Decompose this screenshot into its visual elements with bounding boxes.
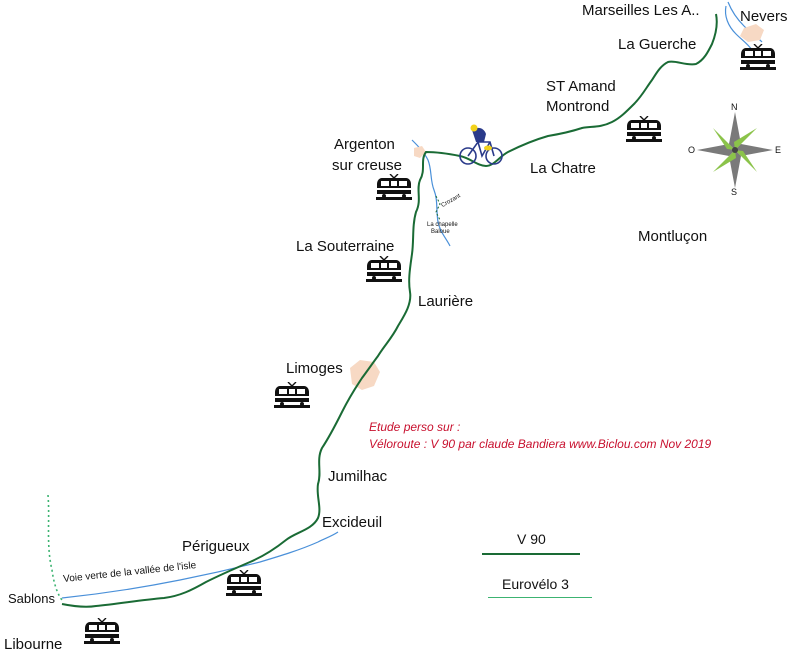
- compass-s: S: [731, 187, 738, 197]
- city-st-amand: ST Amand: [546, 78, 616, 95]
- city-nevers: Nevers: [740, 8, 788, 25]
- compass-o: O: [688, 145, 696, 155]
- river-isle: [61, 531, 339, 599]
- legend-eurovelo3-label: Eurovélo 3: [502, 576, 569, 592]
- city-sablons: Sablons: [8, 591, 55, 606]
- city-montlucon: Montluçon: [638, 228, 708, 245]
- city-la-guerche: La Guerche: [618, 36, 697, 53]
- city-lauriere: Laurière: [418, 293, 474, 310]
- train-icon: [626, 116, 662, 142]
- train-icon: [376, 174, 412, 200]
- study-note-text: Véloroute : V 90 par claude Bandiera www…: [369, 437, 712, 451]
- city-libourne: Libourne: [4, 636, 63, 653]
- city-montrond: Montrond: [546, 98, 610, 115]
- city-marseilles: Marseilles Les A..: [582, 2, 700, 19]
- city-excideuil: Excideuil: [322, 514, 383, 531]
- city-perigueux: Périgueux: [182, 538, 250, 555]
- crozant-branch: [435, 195, 441, 221]
- label-la-chapelle: La chapelle: [427, 222, 458, 228]
- eurovelo3-route: [47, 494, 63, 601]
- train-icon: [226, 570, 262, 596]
- legend-v90-line: [482, 553, 580, 555]
- legend-eurovelo3-line: [488, 597, 592, 598]
- argenton-area: [414, 146, 426, 158]
- city-sur-creuse: sur creuse: [332, 157, 403, 174]
- train-icon: [84, 618, 120, 644]
- city-la-souterraine: La Souterraine: [296, 238, 395, 255]
- city-la-chatre: La Chatre: [530, 160, 596, 177]
- train-icon: [274, 382, 310, 408]
- city-jumilhac: Jumilhac: [328, 468, 388, 485]
- train-icon: [740, 44, 776, 70]
- city-limoges: Limoges: [286, 360, 343, 377]
- study-note-title: Etude perso sur :: [369, 420, 461, 434]
- bicycle-icon: [459, 124, 503, 165]
- v90-route: [61, 13, 718, 608]
- train-icon: [366, 256, 402, 282]
- compass-n: N: [731, 102, 738, 112]
- nevers-area: [740, 24, 764, 42]
- compass-e: E: [775, 145, 782, 155]
- label-baloue: Baloue: [431, 229, 450, 235]
- city-argenton: Argenton: [334, 136, 395, 153]
- legend-v90-label: V 90: [517, 531, 546, 547]
- compass-rose: [697, 112, 773, 188]
